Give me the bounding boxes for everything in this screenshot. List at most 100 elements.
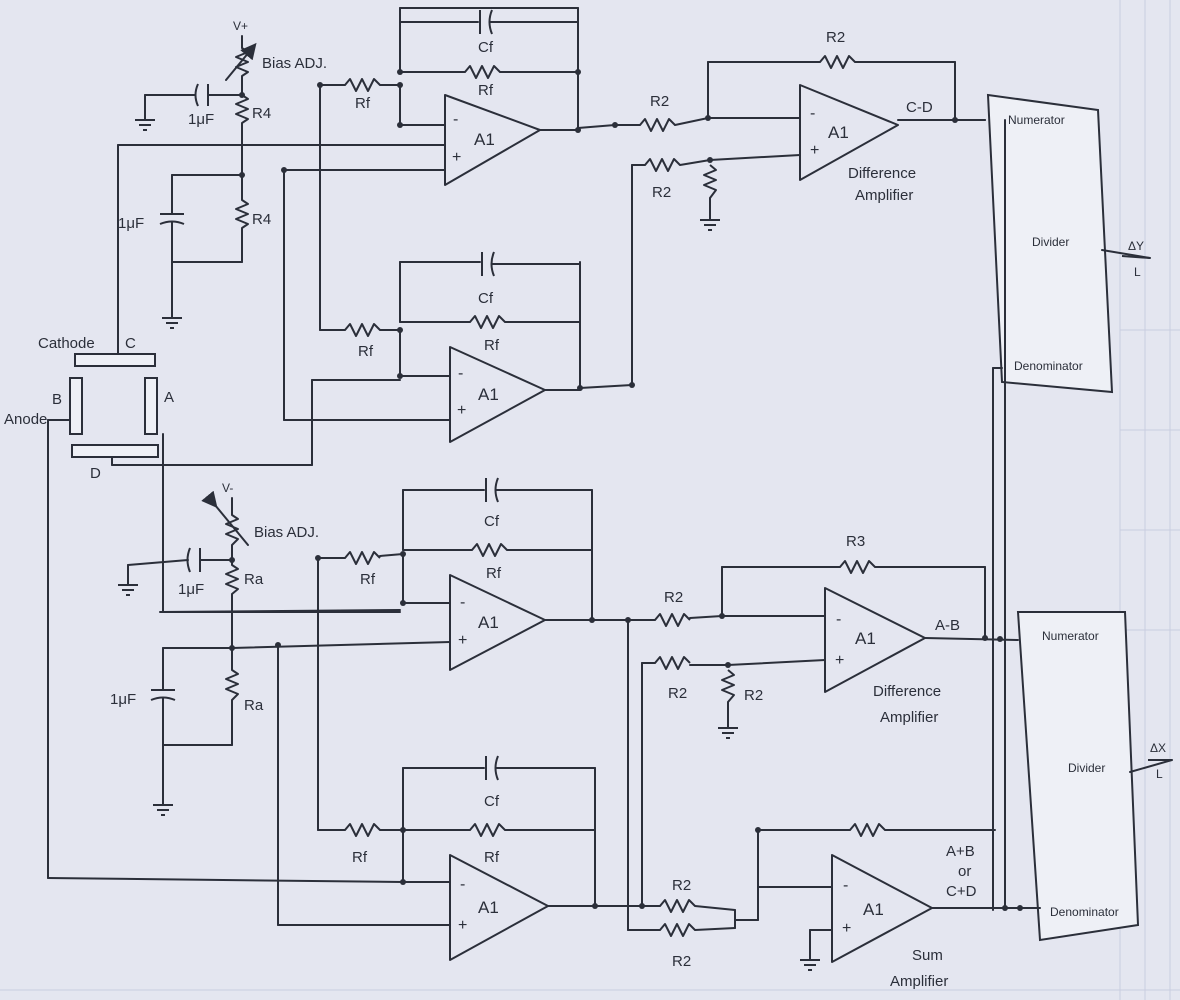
sum-amplifier-label: Amplifier xyxy=(890,973,948,990)
svg-text:-: - xyxy=(453,111,458,128)
resistor-r2-sum-2 xyxy=(659,923,696,937)
divider-x-divider: Divider xyxy=(1068,761,1105,775)
resistor-r4-upper xyxy=(235,94,249,124)
opamp-diff-ab-triangle xyxy=(824,587,926,693)
svg-text:A1: A1 xyxy=(863,900,884,919)
ra-upper-label: Ra xyxy=(244,571,264,588)
c-minus-d-label: C-D xyxy=(906,99,933,116)
a-minus-b-label: A-B xyxy=(935,617,960,634)
v-minus-label: V- xyxy=(222,481,233,495)
anode-plate-a xyxy=(144,377,158,435)
cathode-label: Cathode xyxy=(38,335,95,352)
position-detector: Cathode C B Anode A D xyxy=(4,335,174,482)
anode-label: Anode xyxy=(4,411,47,428)
svg-text:+: + xyxy=(835,652,844,669)
svg-text:R2: R2 xyxy=(650,93,669,110)
r3-label: R3 xyxy=(846,533,865,550)
resistor-r3-ab-feedback xyxy=(839,560,876,574)
r4-lower-label: R4 xyxy=(252,211,271,228)
svg-text:-: - xyxy=(810,105,815,122)
resistor-r2-cd-2 xyxy=(644,158,681,172)
opamp-2-triangle xyxy=(449,346,546,443)
svg-text:-: - xyxy=(460,594,465,611)
resistor-r2-sum-1 xyxy=(659,899,696,913)
svg-text:+: + xyxy=(452,149,461,166)
resistor-r2-ab-2 xyxy=(654,656,691,670)
svg-text:Rf: Rf xyxy=(478,82,494,99)
difference-amp-cd: R2 R2 - + A1 C-D R2 Difference Amplifier xyxy=(577,29,986,389)
resistor-rf-3-feedback xyxy=(471,543,508,557)
svg-text:R2: R2 xyxy=(672,877,691,894)
bias-pot-arrow xyxy=(225,42,257,81)
node-d-label: D xyxy=(90,465,101,482)
svg-text:-: - xyxy=(843,877,848,894)
divider-y-denominator: Denominator xyxy=(1014,359,1083,373)
bias-adj-bottom-label: Bias ADJ. xyxy=(254,524,319,541)
resistor-rf-2-feedback xyxy=(469,315,506,329)
difference-label-top: Difference xyxy=(848,165,916,182)
svg-text:R2: R2 xyxy=(672,953,691,970)
sum-amplifier: R2 R2 - + A1 A+B or C+D Sum Amplifier xyxy=(627,119,1041,990)
opamp-1: - + A1 Rf Rf Cf xyxy=(117,7,581,355)
resistor-ra-lower xyxy=(225,669,239,701)
ra-lower-label: Ra xyxy=(244,697,264,714)
bottom-bias-network: V- Bias ADJ. Ra 1μF 1μF Ra xyxy=(110,433,401,816)
svg-text:+: + xyxy=(457,402,466,419)
divider-y-numerator: Numerator xyxy=(1008,113,1065,127)
opamp-3: - + A1 Rf Rf Cf xyxy=(159,477,631,831)
opamp-2-label: A1 xyxy=(478,385,499,404)
svg-text:Cf: Cf xyxy=(478,290,494,307)
divider-y-output-den: L xyxy=(1134,265,1141,279)
svg-text:R2: R2 xyxy=(826,29,845,46)
c-plus-d-label: C+D xyxy=(946,883,977,900)
resistor-rf-3-input xyxy=(344,551,381,565)
svg-text:Cf: Cf xyxy=(478,39,494,56)
svg-text:+: + xyxy=(458,632,467,649)
resistor-rf-4-input xyxy=(344,823,381,837)
resistor-sum-feedback xyxy=(849,823,886,837)
node-a-label: A xyxy=(164,389,174,406)
opamp-diff-cd-triangle xyxy=(799,84,899,181)
anode-plate-b xyxy=(69,377,83,435)
or-label: or xyxy=(958,863,971,880)
svg-text:+: + xyxy=(810,142,819,159)
svg-text:-: - xyxy=(836,611,841,628)
resistor-r2-cd-1 xyxy=(639,118,676,132)
resistor-r2-ab-1 xyxy=(654,613,691,627)
svg-text:Rf: Rf xyxy=(352,849,368,866)
opamp-sum-triangle xyxy=(831,854,933,963)
cathode-plate-d xyxy=(71,444,159,458)
divider-x-output-num: ΔX xyxy=(1150,741,1166,755)
resistor-r2-cd-ground xyxy=(703,164,717,199)
resistor-rf-1-input xyxy=(344,78,381,92)
opamp-2: - + A1 Rf Rf Cf xyxy=(111,84,583,466)
divider-x-denominator: Denominator xyxy=(1050,905,1119,919)
svg-text:Rf: Rf xyxy=(484,849,500,866)
cap-1uf-left-label: 1μF xyxy=(118,215,144,232)
resistor-rf-1-feedback xyxy=(464,65,501,79)
svg-text:R2: R2 xyxy=(668,685,687,702)
node-c-label: C xyxy=(125,335,136,352)
bias-adj-top-label: Bias ADJ. xyxy=(262,55,327,72)
opamp-1-label: A1 xyxy=(474,130,495,149)
divider-x-numerator: Numerator xyxy=(1042,629,1099,643)
opamp-4: - + A1 Rf Rf Cf xyxy=(47,419,641,961)
a-plus-b-label: A+B xyxy=(946,843,975,860)
svg-text:+: + xyxy=(842,920,851,937)
divider-x-box xyxy=(1016,611,1140,942)
divider-y: Numerator Divider Denominator ΔY L xyxy=(986,93,1151,911)
divider-x: Numerator Divider Denominator ΔX L xyxy=(1016,611,1173,942)
svg-text:Rf: Rf xyxy=(355,95,371,112)
cap-1uf-bottom-left-label: 1μF xyxy=(110,691,136,708)
divider-x-output-den: L xyxy=(1156,767,1163,781)
svg-text:A1: A1 xyxy=(478,613,499,632)
opamp-4-triangle xyxy=(449,854,549,961)
resistor-rf-2-input xyxy=(344,323,381,337)
svg-text:Rf: Rf xyxy=(486,565,502,582)
svg-text:Cf: Cf xyxy=(484,793,500,810)
resistor-r4-lower xyxy=(235,199,249,229)
r4-upper-label: R4 xyxy=(252,105,271,122)
svg-text:A1: A1 xyxy=(855,629,876,648)
svg-text:A1: A1 xyxy=(478,898,499,917)
